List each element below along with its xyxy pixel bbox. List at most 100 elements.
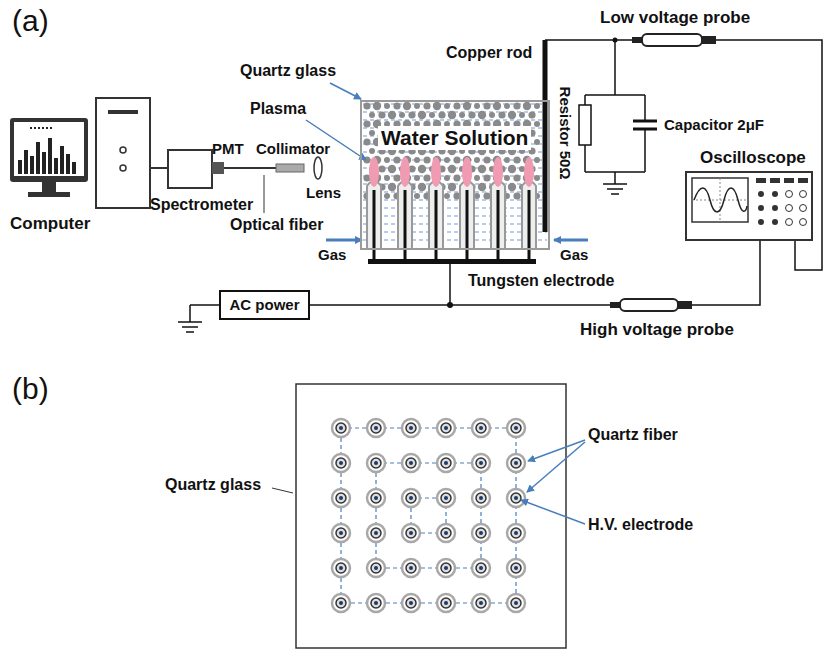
quartz-fiber xyxy=(336,423,346,433)
leader-line xyxy=(264,175,265,213)
sine-trace xyxy=(694,188,747,212)
gas-bubble xyxy=(513,174,520,181)
oscilloscope-knobs xyxy=(756,178,808,226)
gas-bubble xyxy=(459,112,465,118)
gas-bubble xyxy=(373,102,381,110)
gas-bubble xyxy=(534,157,540,163)
leader-arrow xyxy=(528,440,585,461)
quartz-fiber-ring xyxy=(437,454,455,472)
quartz-fiber xyxy=(441,423,451,433)
gas-bubble xyxy=(388,183,396,191)
quartz-fiber-ring xyxy=(402,524,420,542)
hv-electrode xyxy=(514,426,518,430)
panel-letter: (a) xyxy=(12,4,49,39)
quartz-fiber-ring xyxy=(367,594,385,612)
gas-bubble xyxy=(393,174,400,181)
water-line xyxy=(363,200,547,201)
hv-electrode xyxy=(479,566,483,570)
hv-electrode xyxy=(479,531,483,535)
oscilloscope-screen xyxy=(692,178,748,222)
hv-electrode xyxy=(374,461,378,465)
gas-bubble xyxy=(493,102,501,110)
quartz-fiber xyxy=(511,458,521,468)
hv-electrode xyxy=(409,531,413,535)
electrode-grid xyxy=(332,419,525,612)
gas-bubble xyxy=(388,111,396,119)
instrument-label: Spectrometer xyxy=(150,196,253,214)
quartz-fiber xyxy=(371,493,381,503)
gas-bubble xyxy=(418,183,426,191)
part-label: H.V. electrode xyxy=(588,516,693,534)
gas-bubble xyxy=(523,102,531,110)
water-line xyxy=(363,224,547,225)
plasma-jet xyxy=(524,157,534,187)
quartz-fiber xyxy=(336,528,346,538)
hv-electrode xyxy=(409,426,413,430)
low-voltage-probe xyxy=(642,34,702,46)
quartz-fiber xyxy=(511,423,521,433)
quartz-fiber xyxy=(476,458,486,468)
quartz-fiber-ring xyxy=(507,559,525,577)
dashed-loop xyxy=(376,463,481,568)
gas-inlet-arrow xyxy=(326,239,362,242)
quartz-fiber xyxy=(476,528,486,538)
gas-bubble xyxy=(414,157,420,163)
dashed-connections xyxy=(341,428,516,603)
quartz-fiber xyxy=(441,458,451,468)
gas-bubble xyxy=(423,102,430,109)
quartz-fiber-ring xyxy=(472,559,490,577)
quartz-fiber xyxy=(511,598,521,608)
leader-arrow xyxy=(527,442,585,492)
quartz-fiber xyxy=(406,528,416,538)
wire xyxy=(545,39,632,41)
water-line xyxy=(363,216,547,217)
gas-bubble xyxy=(384,157,390,163)
rc-network xyxy=(579,40,657,194)
quartz-fiber xyxy=(476,598,486,608)
gas-bubble xyxy=(478,111,486,119)
hv-electrode xyxy=(514,601,518,605)
gas-bubble xyxy=(363,156,370,163)
probe-tip xyxy=(610,302,620,308)
gas-bubble xyxy=(393,156,400,163)
gas-bubble xyxy=(474,175,480,181)
quartz-fiber-ring xyxy=(437,419,455,437)
gas-bubble xyxy=(369,130,375,136)
copper-rod xyxy=(543,40,548,232)
plasma-jet xyxy=(493,157,503,187)
gas-bubble xyxy=(414,193,420,199)
gas-bubble xyxy=(369,148,375,154)
quartz-fiber xyxy=(371,598,381,608)
gas-bubble xyxy=(429,112,435,118)
gas-bubble xyxy=(463,102,471,110)
node-text: AC power xyxy=(229,296,300,313)
probe-connector xyxy=(702,36,716,44)
gas-bubble xyxy=(483,102,490,109)
quartz-fiber-ring xyxy=(332,524,350,542)
hv-electrode xyxy=(514,531,518,535)
plasma-jet xyxy=(431,157,441,187)
gas-bubble xyxy=(534,103,540,109)
hv-electrode xyxy=(514,461,518,465)
quartz-fiber-ring xyxy=(402,454,420,472)
gas-label: Gas xyxy=(318,246,346,263)
quartz-fiber-ring xyxy=(437,594,455,612)
quartz-fiber xyxy=(441,528,451,538)
tower-button xyxy=(120,147,126,153)
gas-bubble xyxy=(508,111,516,119)
electrode-array xyxy=(367,157,536,260)
pmt-head xyxy=(212,162,224,174)
part-label: Collimator xyxy=(256,140,330,157)
gas-bubbles xyxy=(363,102,540,200)
quartz-fiber xyxy=(441,598,451,608)
junction-dot xyxy=(447,302,453,308)
leader-arrow xyxy=(330,83,361,99)
tower-button xyxy=(120,165,126,171)
quartz-fiber-ring xyxy=(402,419,420,437)
gas-label: Gas xyxy=(560,246,588,263)
hv-electrode xyxy=(514,566,518,570)
quartz-fiber-ring xyxy=(332,419,350,437)
instrument-label: Computer xyxy=(10,214,90,234)
water-line xyxy=(363,120,547,121)
